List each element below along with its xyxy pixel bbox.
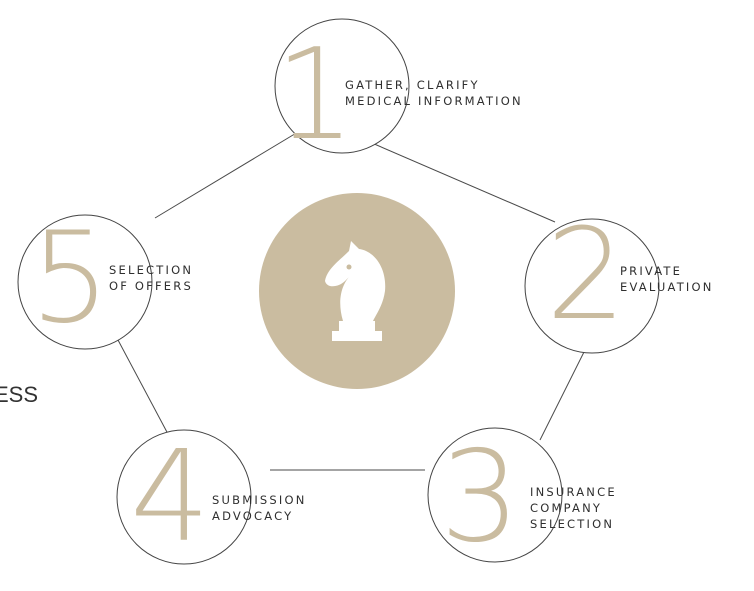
step-3-circle bbox=[427, 427, 563, 563]
step-4-label-line-2: ADVOCACY bbox=[212, 509, 294, 523]
step-5-number: 5 bbox=[30, 204, 111, 351]
step-1-label: GATHER, CLARIFY MEDICAL INFORMATION bbox=[345, 77, 523, 109]
edge-partial-text: ESS bbox=[0, 382, 39, 407]
step-3-number: 3 bbox=[440, 423, 521, 570]
step-5-label-line-1: SELECTION bbox=[109, 263, 194, 277]
step-1-circle bbox=[274, 18, 410, 154]
step-3-label: INSURANCE COMPANY SELECTION bbox=[530, 484, 617, 532]
step-5-circle bbox=[17, 214, 153, 350]
step-1-number: 1 bbox=[275, 21, 356, 168]
connector-1-2 bbox=[364, 139, 556, 223]
step-3-label-line-1: INSURANCE bbox=[530, 485, 617, 499]
step-4-label: SUBMISSION ADVOCACY bbox=[212, 492, 307, 524]
chess-knight-icon bbox=[325, 241, 386, 341]
step-5-label-line-2: OF OFFERS bbox=[109, 279, 193, 293]
step-1-label-line-1: GATHER, CLARIFY bbox=[345, 78, 480, 92]
step-2-number: 2 bbox=[546, 201, 627, 348]
step-3-label-line-3: SELECTION bbox=[530, 517, 615, 531]
step-3-label-line-2: COMPANY bbox=[530, 501, 603, 515]
step-4-circle bbox=[116, 429, 252, 565]
connector-4-5 bbox=[117, 339, 169, 435]
step-5-label: SELECTION OF OFFERS bbox=[109, 262, 193, 294]
step-1-label-line-2: MEDICAL INFORMATION bbox=[345, 94, 523, 108]
step-4-label-line-1: SUBMISSION bbox=[212, 493, 307, 507]
connector-2-3 bbox=[539, 349, 586, 441]
step-2-circle bbox=[524, 218, 660, 354]
step-2-label-line-2: EVALUATION bbox=[620, 280, 714, 294]
step-2-label-line-1: PRIVATE bbox=[620, 264, 683, 278]
step-4-number: 4 bbox=[130, 423, 211, 570]
step-2-label: PRIVATE EVALUATION bbox=[620, 263, 714, 295]
connector-5-1 bbox=[154, 131, 299, 219]
